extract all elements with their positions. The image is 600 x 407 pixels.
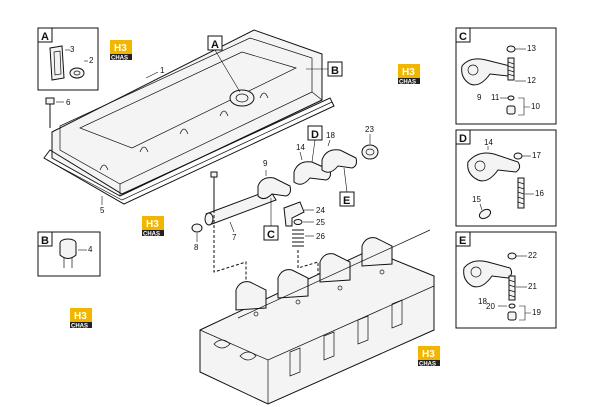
cover-gasket: 5 [43, 97, 335, 215]
label-8: 8 [194, 243, 199, 252]
inset-b: B 4 [37, 231, 101, 277]
svg-text:CHAS: CHAS [111, 56, 128, 62]
inset-d-label-16: 16 [535, 189, 544, 198]
inset-d-letter: D [459, 133, 467, 145]
watermark-logo-4: H3 CHAS [70, 308, 92, 330]
label-14: 14 [296, 143, 305, 152]
inset-b-label-4: 4 [88, 245, 93, 254]
svg-text:H3: H3 [114, 43, 127, 54]
svg-text:CHAS: CHAS [399, 80, 416, 86]
callout-b: B [331, 65, 339, 77]
inset-c-label-10: 10 [531, 102, 540, 111]
label-7: 7 [232, 233, 237, 242]
watermark-logo-3: H3 CHAS [142, 216, 164, 238]
inset-a-label-3: 3 [70, 45, 75, 54]
label-23: 23 [365, 125, 374, 134]
inset-c-label-11: 11 [491, 93, 500, 102]
svg-text:H3: H3 [422, 349, 435, 360]
callout-a: A [211, 39, 219, 51]
inset-d: D 14 17 16 15 [455, 129, 557, 227]
label-1: 1 [160, 66, 165, 75]
callout-d: D [311, 129, 319, 141]
svg-text:CHAS: CHAS [143, 232, 160, 238]
inset-e-label-22: 22 [528, 251, 537, 260]
inset-d-label-14: 14 [484, 138, 493, 147]
inset-e-letter: E [459, 235, 466, 247]
label-9: 9 [263, 159, 268, 168]
inset-a-label-2: 2 [89, 56, 94, 65]
label-18: 18 [326, 131, 335, 140]
inset-c-letter: C [459, 31, 467, 43]
inset-e-label-19: 19 [532, 308, 541, 317]
label-25: 25 [316, 218, 325, 227]
inset-e-label-18: 18 [478, 297, 487, 306]
svg-text:H3: H3 [146, 219, 159, 230]
label-24: 24 [316, 206, 325, 215]
inset-c-label-13: 13 [527, 44, 536, 53]
inset-d-label-15: 15 [472, 195, 481, 204]
inset-a-letter: A [41, 31, 49, 43]
watermark-logo-1: H3 CHAS [110, 40, 132, 62]
inset-c-label-12: 12 [527, 76, 536, 85]
inset-e-label-21: 21 [528, 282, 537, 291]
rocker-shaft-assembly: 7 8 9 14 18 23 24 25 26 [191, 125, 379, 252]
callout-c: C [267, 229, 275, 241]
valve-cover: 1 [51, 29, 323, 197]
inset-e: E 22 21 18 20 19 [455, 231, 557, 329]
cylinder-head [199, 229, 435, 405]
inset-e-label-20: 20 [486, 302, 495, 311]
svg-text:H3: H3 [74, 311, 87, 322]
cover-bolt: 6 [45, 97, 71, 128]
callout-e: E [343, 195, 350, 207]
watermark-logo-5: H3 CHAS [418, 346, 440, 368]
inset-d-label-17: 17 [532, 151, 541, 160]
label-5: 5 [100, 206, 105, 215]
callouts: A B C D E [207, 35, 355, 241]
label-26: 26 [316, 232, 325, 241]
label-6: 6 [66, 98, 71, 107]
inset-c: C 13 12 9 11 10 [455, 27, 557, 125]
svg-text:CHAS: CHAS [71, 324, 88, 330]
svg-text:H3: H3 [402, 67, 415, 78]
inset-b-letter: B [41, 235, 49, 247]
svg-text:CHAS: CHAS [419, 362, 436, 368]
inset-c-label-9: 9 [477, 93, 482, 102]
watermark-logo-2: H3 CHAS [398, 64, 420, 86]
inset-a: A 3 2 [37, 27, 99, 91]
